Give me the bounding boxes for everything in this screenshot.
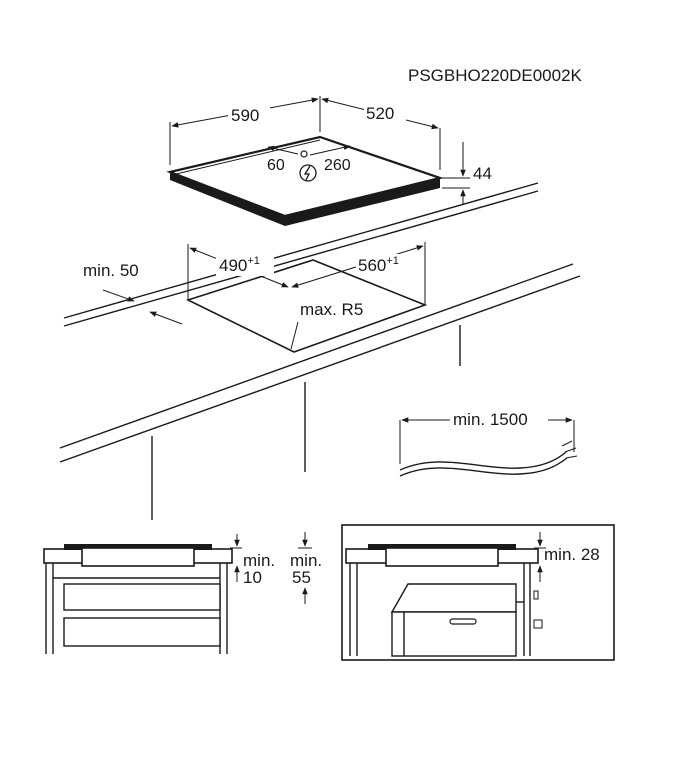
drawer-gap-dimension bbox=[230, 532, 312, 604]
hob-height-dimension bbox=[442, 142, 470, 205]
cutout-depth-label: 560+1 bbox=[358, 255, 399, 275]
hob-depth-label: 520 bbox=[366, 104, 394, 123]
worktop bbox=[59, 182, 581, 520]
power-connection-icon bbox=[299, 164, 317, 182]
edge-arrow-bottom bbox=[149, 311, 183, 325]
cable-drawing bbox=[399, 417, 578, 477]
radius-leader bbox=[290, 321, 299, 350]
hob-width-label: 590 bbox=[231, 106, 259, 125]
oven-gap-dimension bbox=[534, 532, 546, 582]
conn-left-label: 60 bbox=[267, 157, 285, 174]
hob-height-label: 44 bbox=[473, 164, 492, 183]
conn-right-label: 260 bbox=[324, 157, 351, 174]
hob-drawing bbox=[166, 135, 444, 226]
drawer-gap-min: min. bbox=[243, 551, 275, 570]
cutout-width-label: 490+1 bbox=[219, 255, 260, 275]
oven-gap-label: min. 28 bbox=[544, 545, 600, 564]
edge-arrow-top bbox=[102, 289, 135, 302]
section-drawer bbox=[43, 544, 233, 654]
drawer-depth-min: min. bbox=[290, 551, 322, 570]
radius-label: max. R5 bbox=[300, 300, 363, 319]
drawer-depth-value: 55 bbox=[292, 568, 311, 587]
cable-length-label: min. 1500 bbox=[453, 410, 528, 429]
edge-distance-label: min. 50 bbox=[83, 261, 139, 280]
connection-dimension bbox=[267, 144, 351, 158]
product-code: PSGBHO220DE0002K bbox=[408, 66, 583, 85]
drawer-gap-value: 10 bbox=[243, 568, 262, 587]
section-oven bbox=[341, 524, 615, 661]
